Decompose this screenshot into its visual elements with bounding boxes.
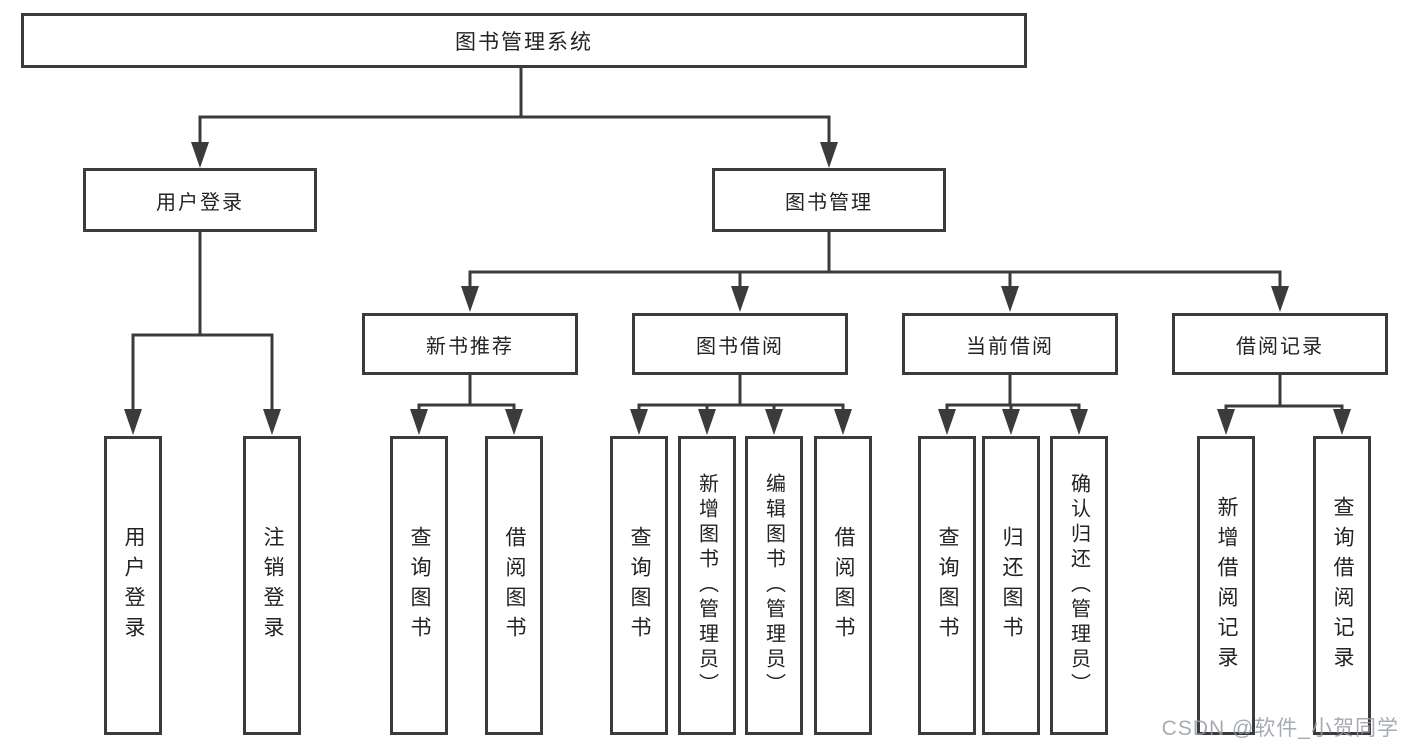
node-leaf-current-return: 归还图书 bbox=[982, 436, 1040, 735]
node-book-management: 图书管理 bbox=[712, 168, 946, 232]
node-leaf-current-query: 查询图书 bbox=[918, 436, 976, 735]
node-user-login: 用户登录 bbox=[83, 168, 317, 232]
node-leaf-logout: 注销登录 bbox=[243, 436, 301, 735]
node-leaf-borrow-add-admin: 新增图书（管理员） bbox=[678, 436, 736, 735]
node-leaf-record-query: 查询借阅记录 bbox=[1313, 436, 1371, 735]
node-leaf-borrow-edit-admin: 编辑图书（管理员） bbox=[745, 436, 803, 735]
node-leaf-current-confirm-admin: 确认归还（管理员） bbox=[1050, 436, 1108, 735]
node-new-book-recommend: 新书推荐 bbox=[362, 313, 578, 375]
csdn-watermark: CSDN @软件_小贺同学 bbox=[1161, 717, 1399, 740]
node-leaf-record-add: 新增借阅记录 bbox=[1197, 436, 1255, 735]
node-leaf-borrow-book: 借阅图书 bbox=[814, 436, 872, 735]
node-book-borrow: 图书借阅 bbox=[632, 313, 848, 375]
node-borrow-record: 借阅记录 bbox=[1172, 313, 1388, 375]
node-leaf-newbook-borrow: 借阅图书 bbox=[485, 436, 543, 735]
node-root: 图书管理系统 bbox=[21, 13, 1027, 68]
node-leaf-user-login: 用户登录 bbox=[104, 436, 162, 735]
node-leaf-borrow-query: 查询图书 bbox=[610, 436, 668, 735]
node-current-borrow: 当前借阅 bbox=[902, 313, 1118, 375]
node-leaf-newbook-query: 查询图书 bbox=[390, 436, 448, 735]
